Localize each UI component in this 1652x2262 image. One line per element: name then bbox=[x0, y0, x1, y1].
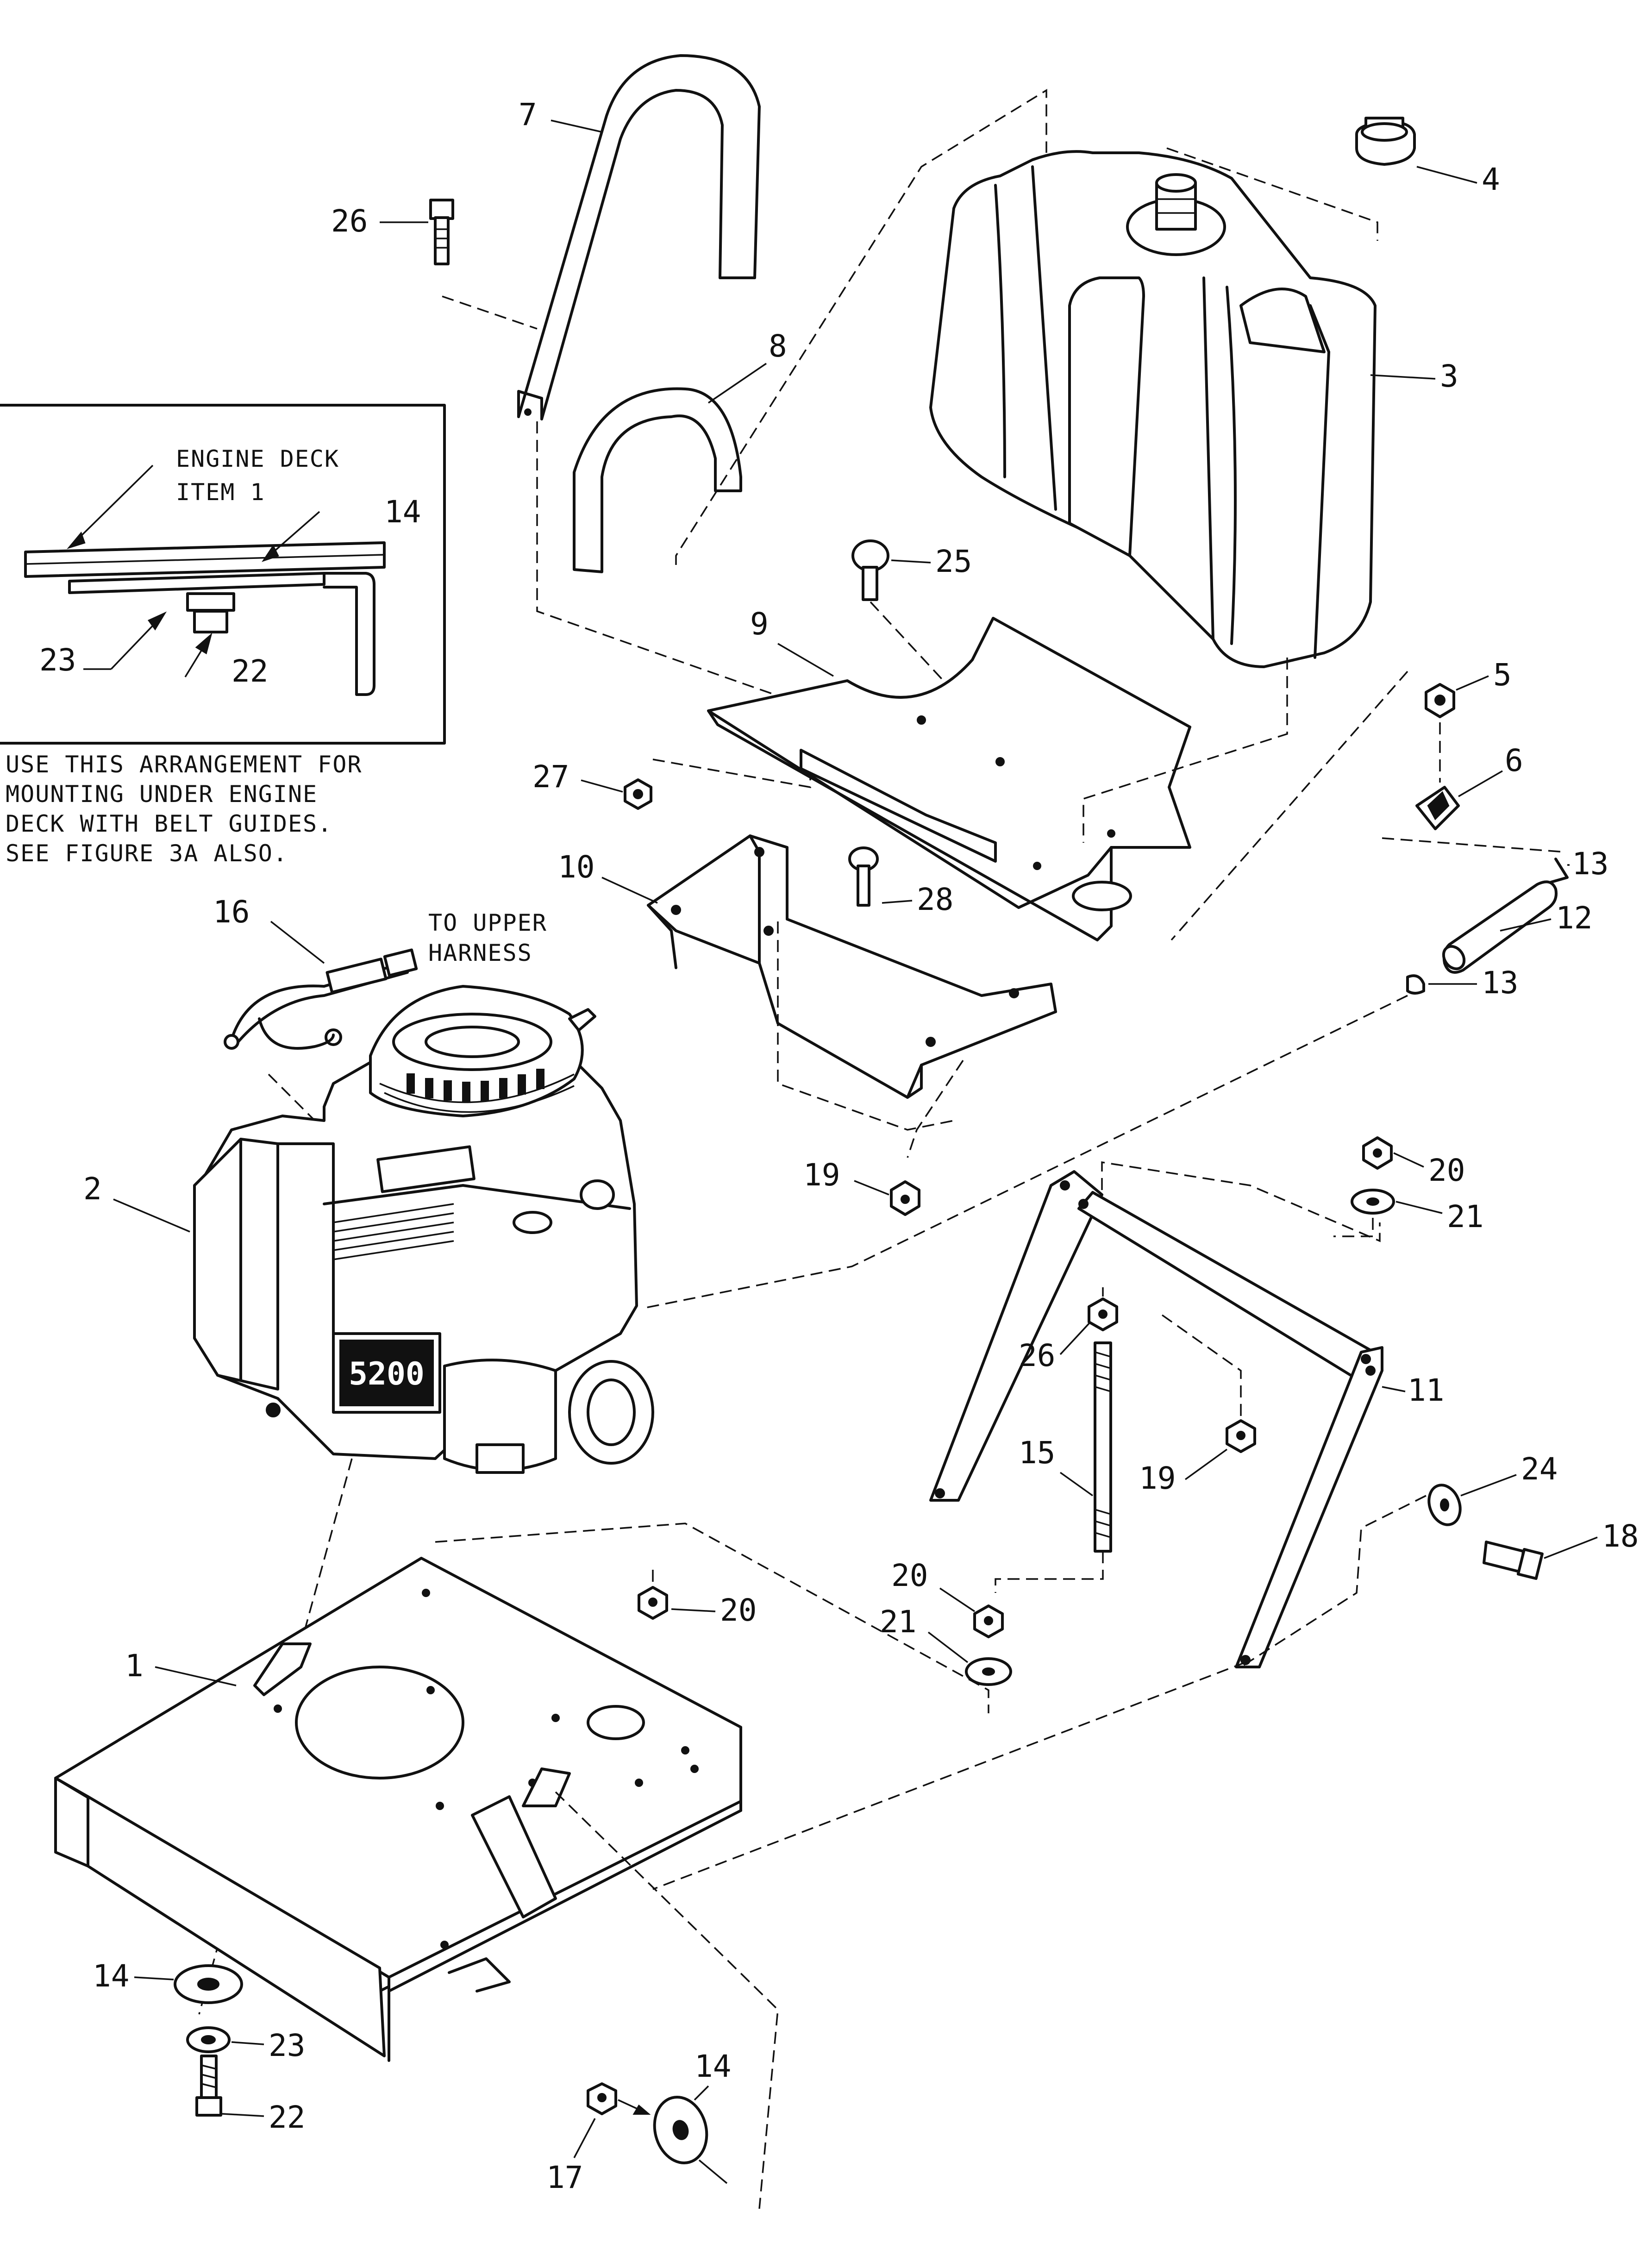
callout-11: 11 bbox=[1408, 1372, 1444, 1408]
callout-17: 17 bbox=[546, 2160, 583, 2195]
fuel-cap: 4 bbox=[1166, 117, 1500, 241]
callout-21-upper: 21 bbox=[1447, 1199, 1483, 1234]
wire-harness: 16 TO UPPER HARNESS bbox=[213, 894, 547, 1145]
tank-strap-u: 8 bbox=[573, 328, 787, 573]
callout-14-bottom: 14 bbox=[695, 2049, 731, 2084]
harness-label-1: TO UPPER bbox=[428, 909, 547, 936]
callout-18: 18 bbox=[1602, 1518, 1639, 1554]
callout-8: 8 bbox=[769, 328, 787, 364]
inset-deck-label-2: ITEM 1 bbox=[176, 479, 265, 506]
callout-3: 3 bbox=[1440, 358, 1458, 394]
washer-bolt-24-18: 24 18 bbox=[1427, 1451, 1639, 1580]
inset-note-4: SEE FIGURE 3A ALSO. bbox=[6, 840, 288, 867]
callout-14-inset: 14 bbox=[384, 494, 421, 530]
callout-14-left: 14 bbox=[93, 1958, 129, 1994]
callout-5: 5 bbox=[1493, 657, 1512, 693]
callout-23-inset: 23 bbox=[39, 642, 76, 678]
callout-26-lower: 26 bbox=[1019, 1338, 1055, 1373]
callout-20-lower: 20 bbox=[891, 1558, 928, 1593]
callout-23: 23 bbox=[269, 2028, 305, 2063]
callout-10: 10 bbox=[558, 849, 594, 885]
nut-27: 27 bbox=[532, 758, 811, 810]
callout-22: 22 bbox=[269, 2099, 305, 2135]
inset-arrangement: ENGINE DECK ITEM 1 14 23 22 USE THIS ARR… bbox=[0, 404, 446, 867]
stud-15: 15 bbox=[995, 1341, 1112, 1593]
callout-4: 4 bbox=[1482, 162, 1500, 197]
callout-13-bottom: 13 bbox=[1482, 965, 1518, 1001]
inset-note-2: MOUNTING UNDER ENGINE bbox=[6, 781, 318, 808]
bolt-28: 28 bbox=[848, 846, 953, 917]
nut-20-deck: 20 bbox=[638, 1570, 757, 1628]
nut-washer-20-21-upper: 20 21 bbox=[1333, 1136, 1483, 1237]
callout-27: 27 bbox=[532, 759, 569, 795]
inset-note-3: DECK WITH BELT GUIDES. bbox=[6, 810, 332, 837]
callout-7: 7 bbox=[519, 97, 537, 132]
callout-28: 28 bbox=[917, 882, 953, 917]
callout-22-inset: 22 bbox=[232, 653, 268, 689]
callout-9: 9 bbox=[750, 606, 769, 642]
bracket-10: 10 bbox=[558, 834, 1057, 1158]
nut-19-upper: 19 bbox=[803, 1157, 920, 1216]
sleeve-12-13: 13 12 13 bbox=[643, 670, 1608, 1309]
callout-24: 24 bbox=[1521, 1451, 1558, 1487]
engine-badge: 5200 bbox=[349, 1356, 425, 1392]
tank-mount-plate: 9 bbox=[707, 606, 1288, 941]
fuel-tank: 3 bbox=[929, 150, 1458, 668]
inset-deck-label-1: ENGINE DECK bbox=[176, 445, 339, 472]
callout-21-lower: 21 bbox=[880, 1604, 916, 1640]
shroud-fins bbox=[333, 1203, 454, 1260]
callout-1: 1 bbox=[125, 1648, 144, 1684]
callout-19-upper: 19 bbox=[803, 1157, 840, 1193]
engine: 5200 2 bbox=[83, 985, 654, 2015]
callout-25: 25 bbox=[935, 544, 972, 579]
bolt-26-top: 26 bbox=[331, 199, 538, 330]
callout-26-top: 26 bbox=[331, 203, 368, 239]
callout-2: 2 bbox=[83, 1171, 102, 1207]
starter-vents bbox=[407, 1069, 544, 1102]
callout-19-lower: 19 bbox=[1139, 1460, 1176, 1496]
callout-15: 15 bbox=[1019, 1435, 1055, 1471]
nut-26-lower: 26 bbox=[1019, 1287, 1118, 1373]
harness-label-2: HARNESS bbox=[428, 940, 532, 966]
inset-note-1: USE THIS ARRANGEMENT FOR bbox=[6, 751, 362, 778]
callout-13-top: 13 bbox=[1572, 846, 1608, 882]
grommet-5-6: 5 6 bbox=[1382, 657, 1565, 853]
engine-deck: 1 bbox=[54, 1557, 779, 2209]
mount-stack-left: 14 23 22 bbox=[93, 1958, 305, 2135]
mount-stack-bottom: 17 14 bbox=[546, 2049, 731, 2195]
callout-12: 12 bbox=[1556, 900, 1592, 936]
callout-16: 16 bbox=[213, 894, 250, 930]
bolt-25: 25 bbox=[851, 539, 1047, 871]
tank-strap-tall: 7 bbox=[517, 54, 761, 420]
callout-20-deck: 20 bbox=[720, 1592, 757, 1628]
callout-20-upper: 20 bbox=[1428, 1153, 1465, 1188]
nut-washer-20-21-lower: 20 21 bbox=[435, 1523, 1012, 1713]
bracket-frame-11: 11 bbox=[652, 1161, 1444, 1890]
nut-19-lower: 19 bbox=[1139, 1419, 1256, 1496]
callout-6: 6 bbox=[1505, 743, 1523, 778]
